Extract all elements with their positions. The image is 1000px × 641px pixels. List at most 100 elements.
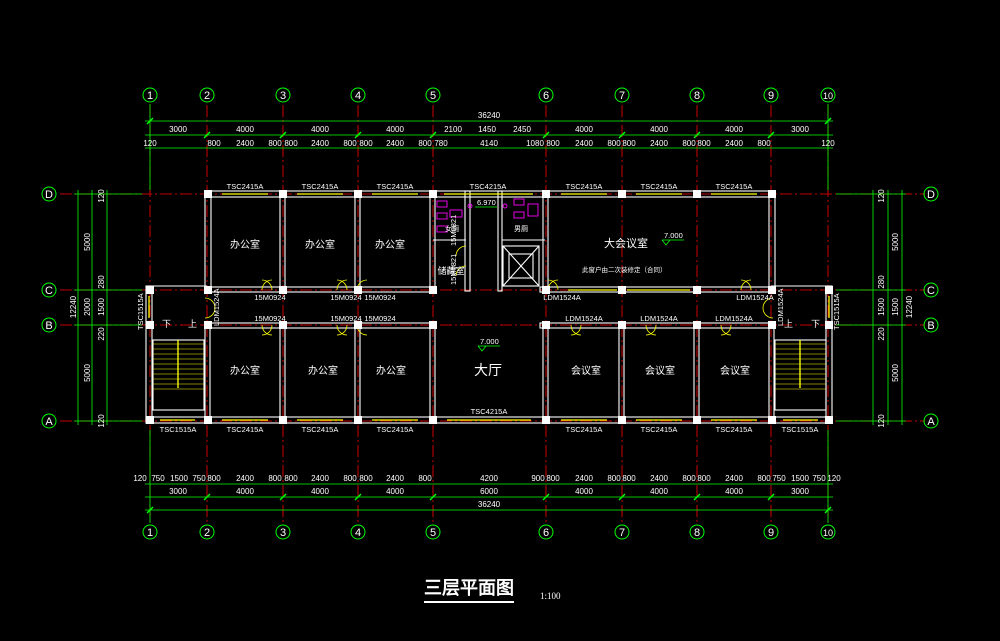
door-tag-b-2: 15M0924: [330, 314, 361, 323]
dim-bottom2-2: 4000: [311, 487, 329, 496]
dim-top2-4: 800: [284, 139, 298, 148]
axis-label-6-bottom: 6: [543, 527, 549, 539]
axis-bubbles-top: [41, 87, 939, 540]
dim-top2-2: 2400: [236, 139, 254, 148]
dim-bottom1-13: 4200: [480, 474, 498, 483]
axis-label-D-right: D: [927, 189, 935, 201]
room-label-office-1: 办公室: [230, 238, 260, 251]
dim-bottom1-16: 2400: [575, 474, 593, 483]
dim-bottom1-1: 750: [151, 474, 165, 483]
dim-top2-7: 800: [359, 139, 373, 148]
door-tag-b-1: 15M0924: [254, 314, 285, 323]
window-tag-top-5: TSC2415A: [566, 182, 603, 191]
room-label-female-wc: 女厕: [445, 224, 459, 233]
door-tag-m0821-b: 15M0821: [449, 254, 458, 285]
dim-right-inner-2: 1500: [877, 298, 886, 316]
dim-top-7: 2450: [513, 125, 531, 134]
dim-bottom1-3: 750: [192, 474, 206, 483]
room-label-hall: 大厅: [474, 363, 502, 379]
door-tag-c-3: 15M0924: [364, 293, 395, 302]
door-tag-b-6: LDM1524A: [715, 314, 753, 323]
dim-bottom1-19: 2400: [650, 474, 668, 483]
axis-label-B-left: B: [45, 320, 52, 332]
room-label-office-6: 办公室: [376, 364, 406, 377]
dim-top2-1: 800: [207, 139, 221, 148]
dim-bottom1-25: 1500: [791, 474, 809, 483]
door-tag-b-7: LDM1524A: [776, 288, 785, 326]
dim-bottom1-15: 800: [546, 474, 560, 483]
dim-left-outer-2: 5000: [83, 364, 92, 382]
dim-top-10: 4000: [725, 125, 743, 134]
dim-left-inner-1: 280: [97, 275, 106, 289]
dim-top2-11: 4140: [480, 139, 498, 148]
dim-bottom1-12: 800: [418, 474, 432, 483]
dim-bottom1-6: 800: [268, 474, 282, 483]
dimension-ticks: [146, 117, 832, 514]
dim-top-11: 3000: [791, 125, 809, 134]
dim-top2-16: 800: [622, 139, 636, 148]
dim-bottom1-10: 800: [359, 474, 373, 483]
dim-bottom1-8: 2400: [311, 474, 329, 483]
axis-label-7-top: 7: [619, 90, 625, 102]
window-tag-bottom-5: TSC4215A: [471, 407, 508, 416]
dim-left-total: 12240: [69, 295, 78, 318]
dim-left-inner-4: 120: [97, 414, 106, 428]
axis-label-1-bottom: 1: [147, 527, 153, 539]
stair-down-label-left: 下: [162, 320, 171, 330]
stair-up-label-left: 上: [188, 319, 197, 330]
dim-top-5: 2100: [444, 125, 462, 134]
dim-top2-14: 2400: [575, 139, 593, 148]
door-tag-c-5: LDM1524A: [736, 293, 774, 302]
dim-bottom2-3: 4000: [386, 487, 404, 496]
room-label-meeting-2: 会议室: [645, 364, 675, 377]
axis-label-A-left: A: [45, 416, 53, 428]
dim-bottom1-21: 800: [697, 474, 711, 483]
dim-right-total: 12240: [905, 295, 914, 318]
axis-label-10-top: 10: [823, 91, 833, 101]
dim-bottom1-7: 800: [284, 474, 298, 483]
room-label-storage: 储藏室: [437, 265, 464, 277]
dim-top2-15: 800: [607, 139, 621, 148]
dim-bottom1-27: 120: [827, 474, 841, 483]
dim-top2-9: 800: [418, 139, 432, 148]
window-tag-bottom-7: TSC2415A: [641, 425, 678, 434]
dim-right-inner-1: 280: [877, 275, 886, 289]
dim-top2-18: 800: [682, 139, 696, 148]
axis-label-2-top: 2: [204, 90, 210, 102]
sanitary-fixtures: [436, 198, 539, 233]
drawing-title: 三层平面图: [424, 574, 514, 603]
dim-bottom2-6: 4000: [650, 487, 668, 496]
drawing-scale: 1:100: [540, 591, 561, 601]
dim-bottom1-14: 900: [531, 474, 545, 483]
window-tag-bottom-4: TSC2415A: [377, 425, 414, 434]
dim-left-outer-0: 5000: [83, 233, 92, 251]
room-label-meeting-1: 会议室: [571, 364, 601, 377]
window-note: 此窗户由二次装修定（合同）: [582, 265, 667, 274]
stair-down-label-right: 下: [811, 320, 820, 330]
dim-top2-10: 780: [434, 139, 448, 148]
elevation-hall: 7.000: [480, 337, 499, 346]
elevation-top: 6.970: [477, 198, 496, 207]
dimension-lines: [74, 104, 906, 523]
axis-label-7-bottom: 7: [619, 527, 625, 539]
room-label-office-4: 办公室: [230, 364, 260, 377]
axis-label-B-right: B: [927, 320, 934, 332]
axis-label-9-top: 9: [768, 90, 774, 102]
room-label-meeting-3: 会议室: [720, 364, 750, 377]
stair-window-tag-right: TSC1515A: [832, 293, 841, 330]
dim-left-inner-0: 120: [97, 189, 106, 203]
room-label-office-3: 办公室: [375, 238, 405, 251]
dim-bottom1-18: 800: [622, 474, 636, 483]
dim-left-outer-1: 2000: [83, 298, 92, 316]
axis-label-6-top: 6: [543, 90, 549, 102]
dim-top2-0: 120: [143, 139, 157, 148]
dim-top2-12: 1080: [526, 139, 544, 148]
window-tag-bottom-2: TSC2415A: [227, 425, 264, 434]
dim-top2-21: 800: [757, 139, 771, 148]
dim-left-inner-3: 220: [97, 327, 106, 341]
dim-right-outer-0: 5000: [891, 233, 900, 251]
dim-top-1: 3000: [169, 125, 187, 134]
stair-window-tag-left: TSC1515A: [136, 293, 145, 330]
dim-top-4: 4000: [386, 125, 404, 134]
door-tag-b-5: LDM1524A: [640, 314, 678, 323]
